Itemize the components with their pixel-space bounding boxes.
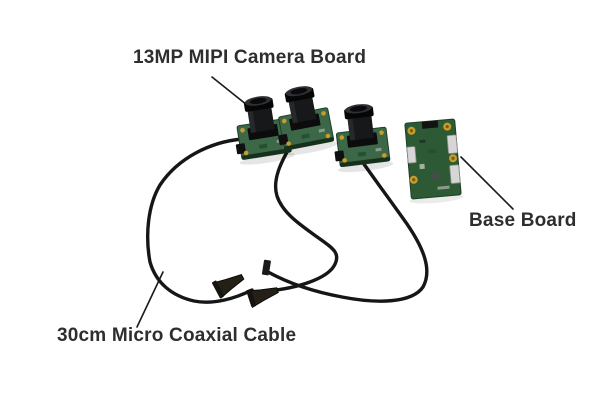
camera-board-3 xyxy=(328,100,395,175)
ffc-connector-right-bottom xyxy=(449,164,461,184)
callout-line-coax-cable xyxy=(136,271,164,328)
micro-coaxial-cables xyxy=(146,137,429,304)
coax-connector-2 xyxy=(245,280,281,309)
base-board xyxy=(404,118,464,204)
coax-cable-label: 30cm Micro Coaxial Cable xyxy=(57,325,297,346)
callout-line-base-board xyxy=(460,156,514,210)
callout-line-camera-board xyxy=(211,76,248,106)
base-board-label: Base Board xyxy=(469,210,577,231)
camera-board-label: 13MP MIPI Camera Board xyxy=(133,47,367,68)
coax-connector-3 xyxy=(261,259,271,276)
ffc-connector-right-top xyxy=(446,134,458,154)
coax-cable-2 xyxy=(266,143,339,293)
coax-cable-3 xyxy=(266,155,429,303)
ffc-connector-left xyxy=(406,146,417,164)
base-board-chip xyxy=(421,120,439,129)
coax-cable-1 xyxy=(146,137,254,304)
callout-lines xyxy=(136,76,514,328)
